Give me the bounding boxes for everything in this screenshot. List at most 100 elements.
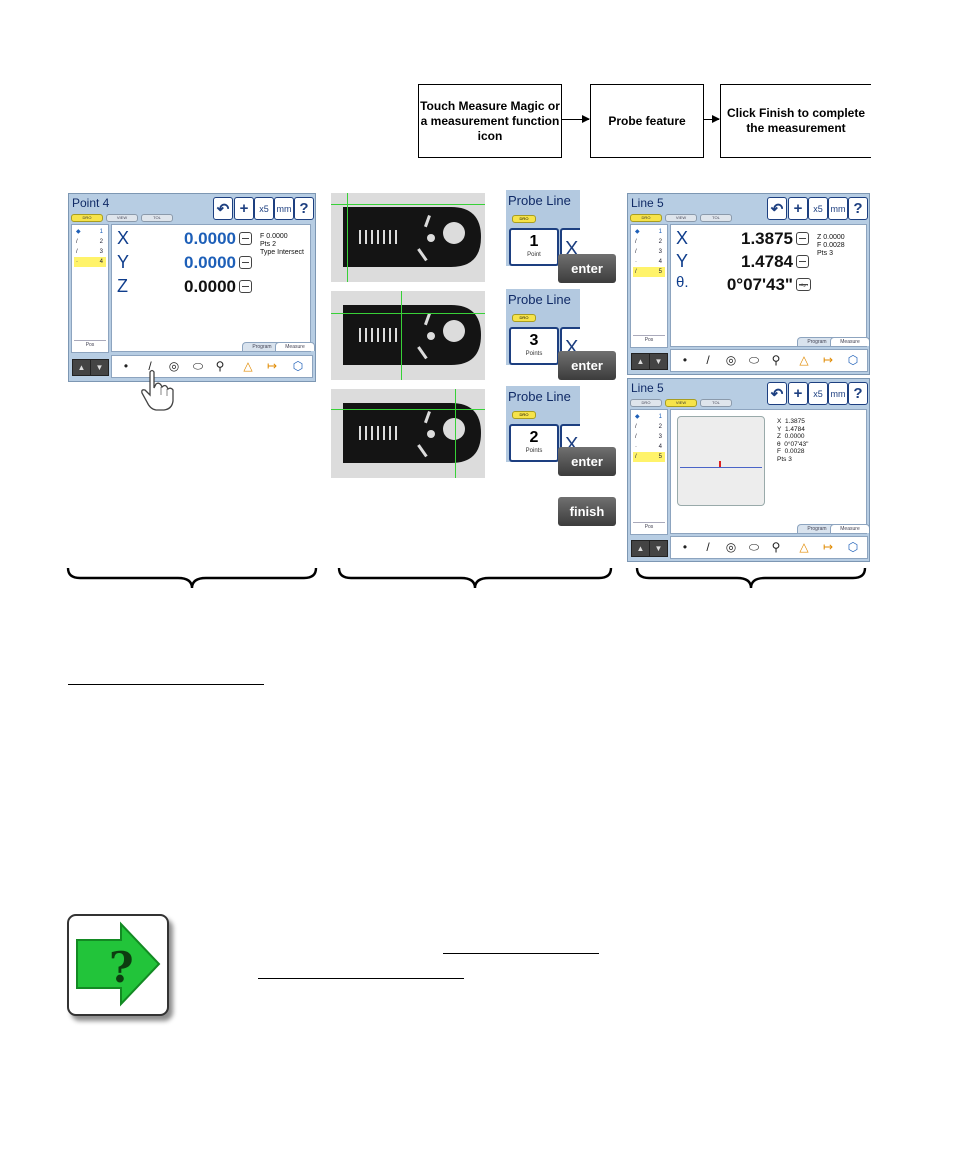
link-underline[interactable]	[68, 684, 264, 685]
enter-button[interactable]: enter	[558, 254, 616, 283]
undo-button[interactable]: ↶	[213, 197, 233, 220]
zoom-button[interactable]: x5	[254, 197, 274, 220]
feature-item-selected[interactable]: /5	[633, 452, 665, 462]
feature-list[interactable]: ◆1 /2 /3 ·4 /5 Pos	[630, 409, 668, 535]
probe-image-2	[331, 291, 485, 380]
distance-tool-icon[interactable]: ↦	[822, 353, 834, 367]
tab-dro[interactable]: DRO	[630, 214, 662, 222]
undo-button[interactable]: ↶	[767, 197, 787, 220]
tab-tol[interactable]: TOL	[141, 214, 173, 222]
finish-button[interactable]: finish	[558, 497, 616, 526]
scroll-down-button[interactable]: ▼	[649, 540, 668, 557]
slot-tool-icon[interactable]: ⬭	[748, 353, 760, 367]
feature-item[interactable]: ◆1	[635, 414, 662, 420]
enter-button[interactable]: enter	[558, 351, 616, 380]
scroll-down-button[interactable]: ▼	[90, 359, 109, 376]
skew-tool-icon[interactable]: ⬡	[847, 353, 859, 367]
tab-view[interactable]: VIEW	[106, 214, 138, 222]
tab-tol[interactable]: TOL	[700, 214, 732, 222]
angle-tool-icon[interactable]: △	[799, 353, 809, 367]
tab-measure[interactable]: Measure	[830, 337, 869, 346]
point-feature-icon: ·	[76, 259, 78, 265]
line-tool-icon[interactable]: /	[706, 353, 710, 367]
slot-tool-icon[interactable]: ⬭	[192, 359, 204, 373]
link-underline[interactable]	[443, 953, 599, 954]
feature-item[interactable]: /3	[76, 249, 103, 255]
tab-view[interactable]: VIEW	[665, 214, 697, 222]
feature-item[interactable]: /2	[635, 424, 662, 430]
enter-button[interactable]: enter	[558, 447, 616, 476]
measure-magic-tool-icon[interactable]: ⚲	[771, 540, 781, 554]
feature-item-selected[interactable]: ·4	[74, 257, 106, 267]
angle-tool-icon[interactable]: △	[799, 540, 809, 554]
feature-view-canvas	[677, 416, 765, 506]
line-tool-icon[interactable]: /	[148, 359, 152, 373]
help-button[interactable]: ?	[848, 197, 868, 220]
tab-dro[interactable]: DRO	[512, 215, 536, 223]
feature-list[interactable]: ◆1 /2 /3 ·4 /5 Pos	[630, 224, 668, 348]
angle-tool-icon[interactable]: △	[243, 359, 253, 373]
tab-dro[interactable]: DRO	[71, 214, 103, 222]
distance-tool-icon[interactable]: ↦	[266, 359, 278, 373]
zoom-button[interactable]: x5	[808, 382, 828, 405]
feature-item[interactable]: ◆1	[635, 229, 662, 235]
tab-dro[interactable]: DRO	[512, 314, 536, 322]
flow-arrow-2	[703, 115, 720, 123]
help-button[interactable]: ?	[848, 382, 868, 405]
feature-list[interactable]: ◆1 /2 /3 ·4 Pos	[71, 224, 109, 353]
feature-item[interactable]: ◆1	[76, 229, 103, 235]
line-feature-icon: /	[635, 424, 637, 430]
measure-magic-tool-icon[interactable]: ⚲	[215, 359, 225, 373]
help-note-icon: ?	[67, 914, 169, 1016]
skew-tool-icon[interactable]: ⬡	[847, 540, 859, 554]
feature-item[interactable]: /3	[635, 434, 662, 440]
crosshair-button[interactable]: +	[234, 197, 254, 220]
crosshair-button[interactable]: +	[788, 382, 808, 405]
tab-tol[interactable]: TOL	[700, 399, 732, 407]
line-tool-icon[interactable]: /	[706, 540, 710, 554]
feature-item-selected[interactable]: /5	[633, 267, 665, 277]
zero-x-button[interactable]	[796, 232, 809, 245]
zero-y-button[interactable]	[796, 255, 809, 268]
align-button[interactable]: align	[796, 278, 811, 291]
scroll-up-button[interactable]: ▲	[631, 353, 650, 370]
point-tool-icon[interactable]: •	[123, 359, 129, 373]
point-tool-icon[interactable]: •	[682, 353, 688, 367]
tab-view[interactable]: VIEW	[665, 399, 697, 407]
feature-item[interactable]: /2	[76, 239, 103, 245]
line-feature-icon: /	[635, 269, 637, 275]
tab-measure[interactable]: Measure	[830, 524, 869, 533]
zero-x-button[interactable]	[239, 232, 252, 245]
zero-y-button[interactable]	[239, 256, 252, 269]
tab-dro[interactable]: DRO	[512, 411, 536, 419]
feature-item[interactable]: /2	[635, 239, 662, 245]
zero-z-button[interactable]	[239, 280, 252, 293]
units-button[interactable]: mm	[828, 382, 848, 405]
scroll-down-button[interactable]: ▼	[649, 353, 668, 370]
measure-magic-tool-icon[interactable]: ⚲	[771, 353, 781, 367]
feature-item[interactable]: ·4	[635, 259, 662, 265]
distance-tool-icon[interactable]: ↦	[822, 540, 834, 554]
slot-tool-icon[interactable]: ⬭	[748, 540, 760, 554]
tab-dro[interactable]: DRO	[630, 399, 662, 407]
axis-label-y: Y	[117, 252, 130, 272]
circle-tool-icon[interactable]: ◎	[725, 540, 737, 554]
circle-tool-icon[interactable]: ◎	[725, 353, 737, 367]
circle-tool-icon[interactable]: ◎	[168, 359, 180, 373]
zoom-button[interactable]: x5	[808, 197, 828, 220]
scroll-up-button[interactable]: ▲	[631, 540, 650, 557]
link-underline[interactable]	[258, 978, 464, 979]
measured-line	[680, 467, 762, 468]
feature-item[interactable]: /3	[635, 249, 662, 255]
point-tool-icon[interactable]: •	[682, 540, 688, 554]
feature-item[interactable]: ·4	[635, 444, 662, 450]
scroll-up-button[interactable]: ▲	[72, 359, 91, 376]
help-button[interactable]: ?	[294, 197, 314, 220]
units-button[interactable]: mm	[828, 197, 848, 220]
skew-tool-icon[interactable]: ⬡	[292, 359, 304, 373]
tab-measure[interactable]: Measure	[275, 342, 315, 351]
undo-button[interactable]: ↶	[767, 382, 787, 405]
crosshair-button[interactable]: +	[788, 197, 808, 220]
units-button[interactable]: mm	[274, 197, 294, 220]
